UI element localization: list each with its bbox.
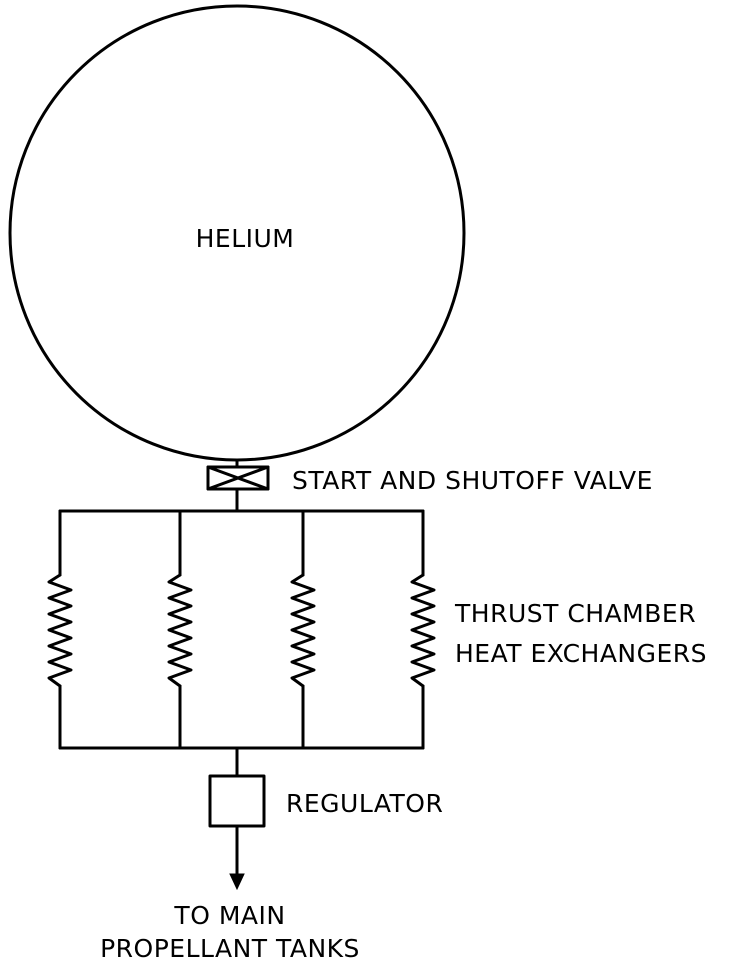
valve-label: START AND SHUTOFF VALVE (292, 466, 653, 495)
heat-exchangers-label-line2: HEAT EXCHANGERS (455, 639, 707, 668)
outlet-arrowhead (229, 873, 245, 891)
regulator (208, 774, 266, 828)
helium-tank-label: HELIUM (196, 224, 295, 253)
regulator-label: REGULATOR (286, 789, 443, 818)
heat-exchanger-3 (290, 509, 316, 750)
destination-label-line2: PROPELLANT TANKS (100, 934, 360, 963)
start-shutoff-valve (206, 465, 270, 491)
heat-exchangers-label-line1: THRUST CHAMBER (454, 599, 696, 628)
destination-label-line1: TO MAIN (173, 901, 285, 930)
heat-exchanger-4 (410, 509, 436, 750)
heat-exchanger-1 (47, 509, 73, 750)
heat-exchanger-2 (167, 509, 193, 750)
